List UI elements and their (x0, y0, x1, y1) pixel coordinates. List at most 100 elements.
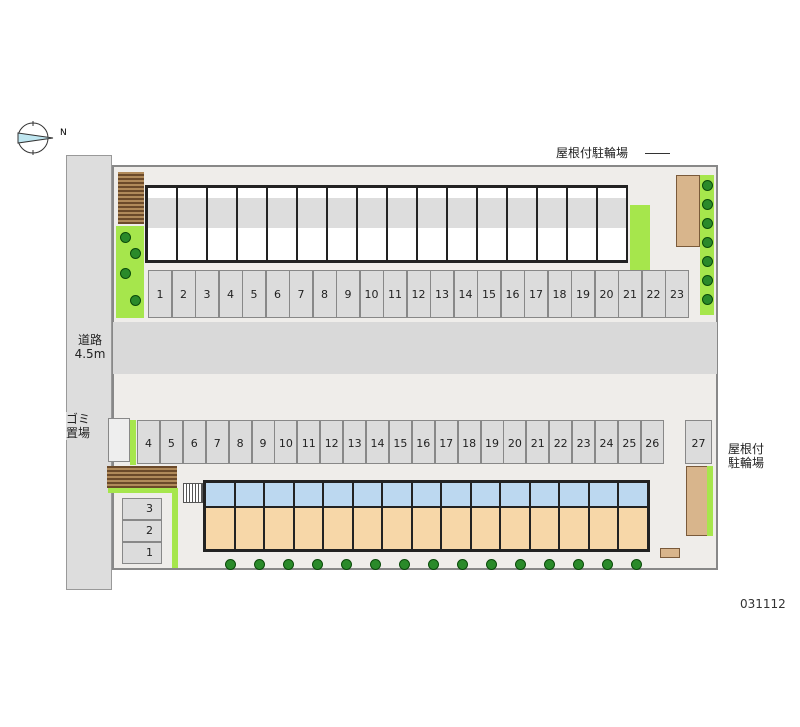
stall-number: 10 (364, 288, 379, 301)
parking-stall-15[interactable]: 15 (477, 270, 501, 318)
apartment-unit (267, 187, 297, 261)
parking-stall-3[interactable]: 3 (122, 498, 162, 520)
stall-number: 19 (576, 288, 590, 301)
apartment-unit-lower (234, 507, 264, 550)
parking-stall-14[interactable]: 14 (366, 420, 389, 464)
stall-number: 6 (274, 288, 281, 301)
stall-number: 7 (213, 437, 221, 450)
tree-icon (312, 559, 323, 570)
parking-stall-12[interactable]: 12 (406, 270, 431, 318)
apartment-unit-upper (264, 482, 294, 507)
stall-number: 18 (462, 437, 477, 450)
parking-stall-3[interactable]: 3 (195, 270, 219, 318)
tree-icon (573, 559, 584, 570)
stall-number: 19 (485, 437, 499, 450)
stall-number: 13 (347, 437, 362, 450)
apartment-unit-upper (441, 482, 471, 507)
parking-stall-13[interactable]: 13 (343, 420, 367, 464)
map-code: 031112 (740, 597, 786, 611)
stall-number: 17 (439, 437, 454, 450)
tree-icon (428, 559, 439, 570)
tree-icon (120, 232, 131, 243)
parking-stall-20[interactable]: 20 (594, 270, 619, 318)
bike-shelter-south-label: 屋根付駐輪場 (728, 442, 764, 470)
parking-stall-6[interactable]: 6 (182, 420, 206, 464)
parking-stall-1[interactable]: 1 (148, 270, 172, 318)
parking-stall-13[interactable]: 13 (430, 270, 454, 318)
parking-stall-23[interactable]: 23 (572, 420, 596, 464)
parking-stall-16[interactable]: 16 (500, 270, 525, 318)
parking-stall-5[interactable]: 5 (159, 420, 183, 464)
stall-number: 5 (167, 437, 175, 450)
stall-number: 6 (190, 437, 198, 450)
parking-stall-18[interactable]: 18 (547, 270, 572, 318)
driveway (113, 322, 717, 374)
stall-number: 20 (507, 437, 522, 450)
apartment-unit-lower (500, 507, 530, 550)
garbage-label: ゴミ置場 (66, 412, 91, 440)
parking-stall-5[interactable]: 5 (242, 270, 266, 318)
parking-stall-22[interactable]: 22 (641, 270, 666, 318)
stall-number: 11 (301, 437, 316, 450)
parking-stall-8[interactable]: 8 (312, 270, 337, 318)
apartment-unit-upper (352, 482, 382, 507)
parking-stall-8[interactable]: 8 (228, 420, 252, 464)
parking-stall-25[interactable]: 25 (617, 420, 641, 464)
parking-stall-23[interactable]: 23 (665, 270, 689, 318)
apartment-unit-lower (618, 507, 648, 550)
parking-stall-4[interactable]: 4 (218, 270, 243, 318)
apartment-unit-lower (441, 507, 471, 550)
parking-stall-10[interactable]: 10 (274, 420, 298, 464)
stall-number: 23 (670, 288, 684, 301)
parking-stall-16[interactable]: 16 (411, 420, 435, 464)
parking-stall-20[interactable]: 20 (503, 420, 527, 464)
parking-stall-2[interactable]: 2 (171, 270, 196, 318)
parking-stall-26[interactable]: 26 (640, 420, 664, 464)
stall-number: 24 (599, 437, 614, 450)
stall-number: 1 (156, 288, 164, 301)
parking-stall-18[interactable]: 18 (457, 420, 481, 464)
parking-stall-11[interactable]: 11 (383, 270, 407, 318)
apartment-unit-upper (411, 482, 441, 507)
parking-stall-21[interactable]: 21 (618, 270, 642, 318)
parking-stall-6[interactable]: 6 (265, 270, 290, 318)
parking-stall-24[interactable]: 24 (595, 420, 618, 464)
parking-stall-14[interactable]: 14 (453, 270, 478, 318)
apartment-unit-lower (470, 507, 500, 550)
apartment-unit (357, 187, 387, 261)
parking-stall-22[interactable]: 22 (549, 420, 573, 464)
stall-number: 2 (146, 524, 153, 537)
apartment-unit (297, 187, 327, 261)
parking-stall-4[interactable]: 4 (137, 420, 160, 464)
parking-stall-15[interactable]: 15 (388, 420, 412, 464)
parking-stall-11[interactable]: 11 (297, 420, 321, 464)
parking-stall-9[interactable]: 9 (251, 420, 275, 464)
hedge-right-bottom (707, 466, 713, 536)
parking-stall-9[interactable]: 9 (336, 270, 360, 318)
parking-stall-21[interactable]: 21 (526, 420, 550, 464)
parking-stall-1[interactable]: 1 (122, 542, 162, 564)
parking-stall-17[interactable]: 17 (524, 270, 548, 318)
stall-number: 3 (203, 288, 211, 301)
bike-shelter-north (676, 175, 700, 247)
parking-stall-19[interactable]: 19 (571, 270, 595, 318)
parking-stall-12[interactable]: 12 (320, 420, 344, 464)
apartment-unit-upper (323, 482, 353, 507)
road-name: 道路 (77, 333, 102, 347)
stall-number: 3 (146, 502, 153, 515)
hedge-top-left (118, 172, 144, 224)
parking-stall-27[interactable]: 27 (685, 420, 712, 464)
stall-number: 22 (646, 288, 661, 301)
tree-icon (254, 559, 265, 570)
parking-stall-10[interactable]: 10 (359, 270, 384, 318)
parking-stall-7[interactable]: 7 (289, 270, 313, 318)
apartment-unit (537, 187, 567, 261)
hedge-bottom-left (107, 466, 177, 488)
parking-stall-19[interactable]: 19 (480, 420, 504, 464)
garbage-label-2: 置場 (66, 426, 91, 440)
stall-number: 11 (388, 288, 402, 301)
parking-stall-17[interactable]: 17 (434, 420, 458, 464)
parking-stall-2[interactable]: 2 (122, 520, 162, 542)
bike-label-2: 駐輪場 (728, 456, 765, 470)
parking-stall-7[interactable]: 7 (205, 420, 229, 464)
